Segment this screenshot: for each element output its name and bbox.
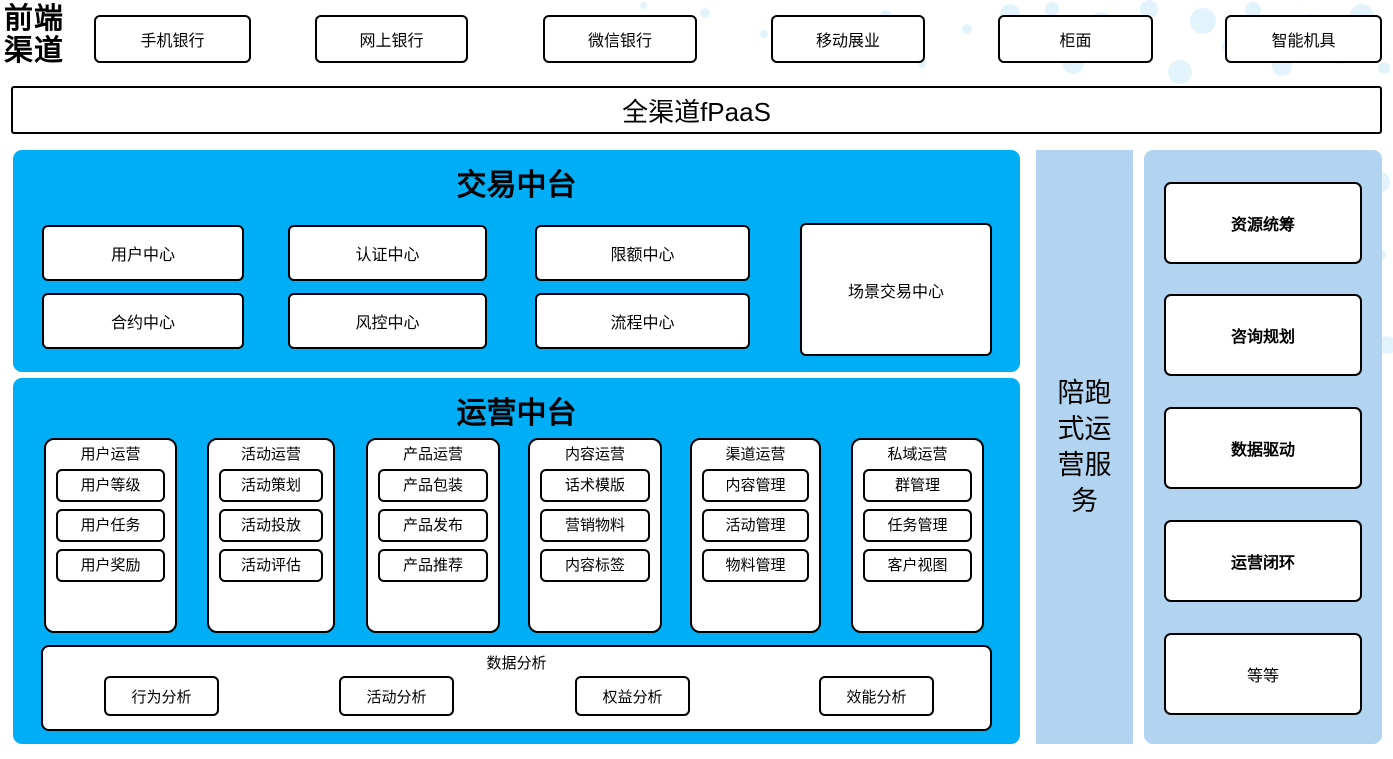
operation-group-item-1-1[interactable]: 用户等级: [56, 469, 165, 502]
operation-group-item-4-2[interactable]: 营销物料: [540, 509, 650, 542]
scene-transaction-center-box[interactable]: 场景交易中心: [800, 223, 992, 356]
operation-platform-title: 运营中台: [456, 397, 577, 430]
operation-group-5: 渠道运营内容管理活动管理物料管理: [690, 438, 821, 633]
decorative-dot: [760, 30, 768, 38]
operation-group-item-3-1[interactable]: 产品包装: [378, 469, 488, 502]
trade-center-box-1[interactable]: 用户中心: [42, 225, 244, 281]
support-service-box-4[interactable]: 运营闭环: [1164, 520, 1362, 602]
operation-group-6: 私域运营群管理任务管理客户视图: [851, 438, 984, 633]
channel-box-4[interactable]: 移动展业: [771, 15, 925, 63]
omnichannel-fpaas-banner: 全渠道fPaaS: [11, 86, 1382, 134]
decorative-dot: [962, 24, 972, 34]
operation-group-item-2-3[interactable]: 活动评估: [219, 549, 323, 582]
support-service-box-5[interactable]: 等等: [1164, 633, 1362, 715]
operation-group-item-2-1[interactable]: 活动策划: [219, 469, 323, 502]
operation-group-item-6-1[interactable]: 群管理: [863, 469, 972, 502]
decorative-dot: [1190, 8, 1216, 34]
channel-box-6[interactable]: 智能机具: [1225, 15, 1382, 63]
data-analysis-item-4[interactable]: 效能分析: [819, 676, 934, 716]
operation-group-item-3-3[interactable]: 产品推荐: [378, 549, 488, 582]
support-service-box-1[interactable]: 资源统筹: [1164, 182, 1362, 264]
support-service-box-3[interactable]: 数据驱动: [1164, 407, 1362, 489]
operation-group-4: 内容运营话术模版营销物料内容标签: [528, 438, 662, 633]
operation-group-item-4-1[interactable]: 话术模版: [540, 469, 650, 502]
operation-group-item-3-2[interactable]: 产品发布: [378, 509, 488, 542]
decorative-dot: [700, 8, 710, 18]
operation-group-item-2-2[interactable]: 活动投放: [219, 509, 323, 542]
operation-group-item-5-2[interactable]: 活动管理: [702, 509, 809, 542]
channel-box-3[interactable]: 微信银行: [543, 15, 697, 63]
trade-center-box-6[interactable]: 流程中心: [535, 293, 750, 349]
operation-group-item-list: 产品包装产品发布产品推荐: [368, 469, 498, 582]
channel-box-2[interactable]: 网上银行: [315, 15, 468, 63]
operation-group-item-1-2[interactable]: 用户任务: [56, 509, 165, 542]
accompanying-service-label: 陪跑式运营服务: [1036, 150, 1133, 744]
operation-group-title: 内容运营: [564, 446, 625, 463]
support-service-box-2[interactable]: 咨询规划: [1164, 294, 1362, 376]
operation-group-item-6-2[interactable]: 任务管理: [863, 509, 972, 542]
operation-group-1: 用户运营用户等级用户任务用户奖励: [44, 438, 177, 633]
channel-box-1[interactable]: 手机银行: [94, 15, 251, 63]
operation-group-item-list: 话术模版营销物料内容标签: [530, 469, 660, 582]
operation-group-3: 产品运营产品包装产品发布产品推荐: [366, 438, 500, 633]
operation-group-title: 活动运营: [240, 446, 301, 463]
trade-center-box-2[interactable]: 认证中心: [288, 225, 487, 281]
operation-group-item-6-3[interactable]: 客户视图: [863, 549, 972, 582]
operation-group-title: 渠道运营: [725, 446, 786, 463]
frontend-channel-label-line1: 前端: [4, 3, 65, 35]
trade-center-box-3[interactable]: 限额中心: [535, 225, 750, 281]
accompanying-service-column: [1036, 150, 1133, 744]
trade-platform-title: 交易中台: [456, 169, 577, 202]
channel-box-5[interactable]: 柜面: [998, 15, 1153, 63]
operation-group-item-1-3[interactable]: 用户奖励: [56, 549, 165, 582]
operation-group-item-list: 用户等级用户任务用户奖励: [46, 469, 175, 582]
decorative-dot: [1168, 60, 1192, 84]
operation-group-item-list: 内容管理活动管理物料管理: [692, 469, 819, 582]
data-analysis-item-2[interactable]: 活动分析: [339, 676, 454, 716]
operation-group-title: 私域运营: [887, 446, 948, 463]
trade-center-box-5[interactable]: 风控中心: [288, 293, 487, 349]
operation-group-item-list: 活动策划活动投放活动评估: [209, 469, 333, 582]
operation-group-item-4-3[interactable]: 内容标签: [540, 549, 650, 582]
frontend-channel-label: 前端 渠道: [4, 3, 80, 67]
operation-group-title: 用户运营: [80, 446, 141, 463]
accompanying-service-label-text: 陪跑式运营服务: [1057, 378, 1112, 516]
operation-group-item-list: 群管理任务管理客户视图: [853, 469, 982, 582]
operation-group-item-5-1[interactable]: 内容管理: [702, 469, 809, 502]
decorative-dot: [1045, 2, 1059, 16]
trade-center-box-4[interactable]: 合约中心: [42, 293, 244, 349]
data-analysis-title: 数据分析: [486, 655, 547, 672]
operation-group-item-5-3[interactable]: 物料管理: [702, 549, 809, 582]
data-analysis-item-1[interactable]: 行为分析: [104, 676, 219, 716]
decorative-dot: [640, 2, 647, 9]
operation-group-2: 活动运营活动策划活动投放活动评估: [207, 438, 335, 633]
decorative-dot: [1378, 62, 1390, 74]
data-analysis-item-3[interactable]: 权益分析: [575, 676, 690, 716]
operation-group-title: 产品运营: [402, 446, 463, 463]
frontend-channel-label-line2: 渠道: [4, 35, 65, 67]
